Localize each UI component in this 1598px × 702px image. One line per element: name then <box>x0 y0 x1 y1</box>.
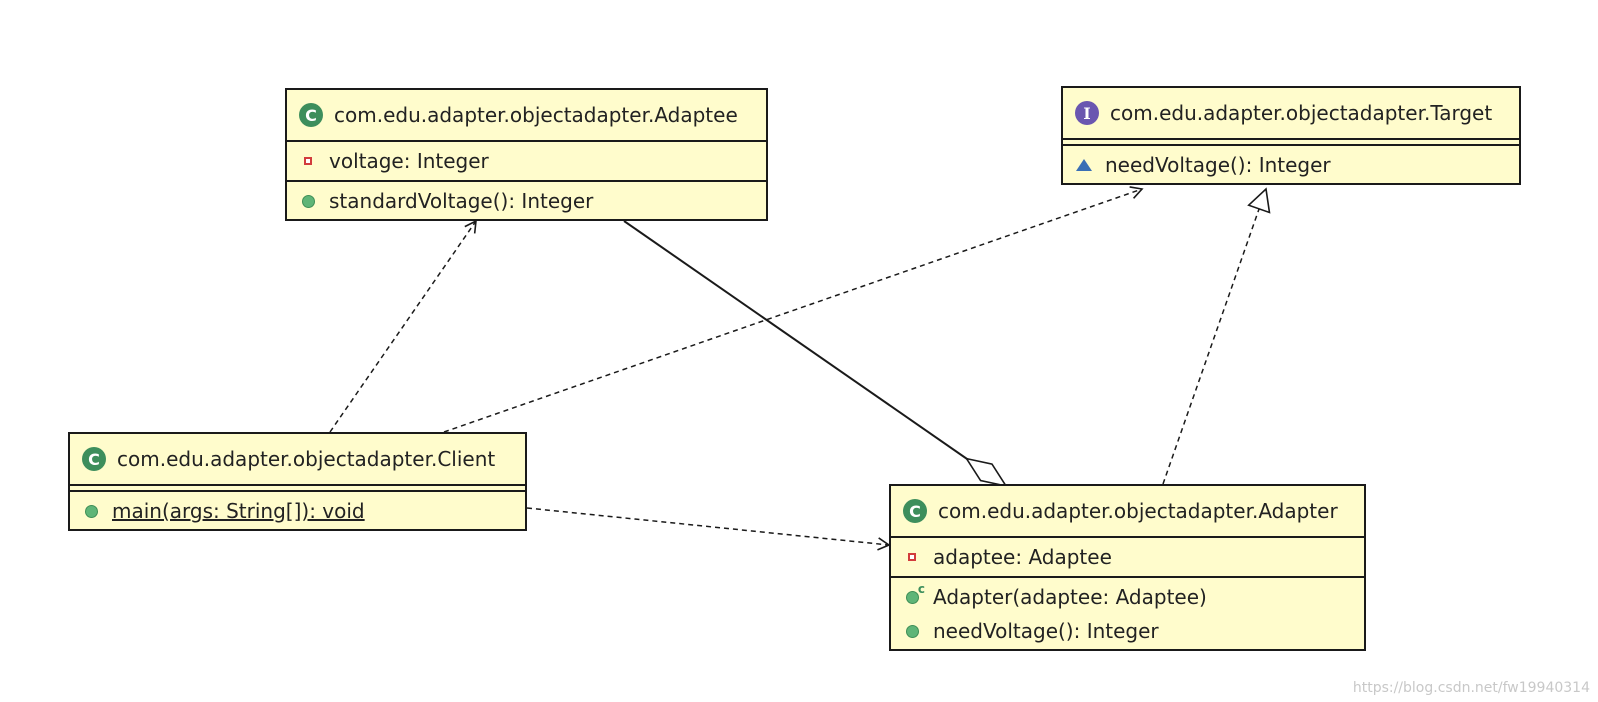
method-row: needVoltage(): Integer <box>891 614 1364 648</box>
method-text: needVoltage(): Integer <box>1105 153 1331 177</box>
class-box-adapter[interactable]: C com.edu.adapter.objectadapter.Adapter … <box>889 484 1366 651</box>
interface-box-target[interactable]: I com.edu.adapter.objectadapter.Target n… <box>1061 86 1521 185</box>
method-text: Adapter(adaptee: Adaptee) <box>933 585 1207 609</box>
attributes-section: adaptee: Adaptee <box>891 538 1364 578</box>
method-row: needVoltage(): Integer <box>1063 148 1519 182</box>
method-row: standardVoltage(): Integer <box>287 184 766 218</box>
constructor-icon: c <box>903 582 925 606</box>
class-header-adaptee: C com.edu.adapter.objectadapter.Adaptee <box>287 90 766 142</box>
dependency-client-to-target <box>443 186 1144 433</box>
class-header-client: C com.edu.adapter.objectadapter.Client <box>70 434 525 486</box>
public-visibility-icon <box>903 622 921 640</box>
class-name: com.edu.adapter.objectadapter.Client <box>117 447 496 471</box>
class-box-client[interactable]: C com.edu.adapter.objectadapter.Client m… <box>68 432 527 531</box>
methods-section: c Adapter(adaptee: Adaptee) needVoltage(… <box>891 578 1364 650</box>
attributes-section: voltage: Integer <box>287 142 766 182</box>
attribute-row: voltage: Integer <box>287 144 766 178</box>
aggregation-adapter-to-adaptee <box>623 220 1006 486</box>
dependency-client-to-adaptee <box>329 219 477 433</box>
attribute-text: adaptee: Adaptee <box>933 545 1112 569</box>
class-name: com.edu.adapter.objectadapter.Adapter <box>938 499 1338 523</box>
public-visibility-icon <box>299 192 317 210</box>
methods-section: main(args: String[]): void <box>70 492 525 530</box>
method-text: needVoltage(): Integer <box>933 619 1159 643</box>
dependency-client-to-adapter <box>526 507 891 551</box>
method-row: c Adapter(adaptee: Adaptee) <box>891 580 1364 614</box>
attribute-text: voltage: Integer <box>329 149 489 173</box>
class-box-adaptee[interactable]: C com.edu.adapter.objectadapter.Adaptee … <box>285 88 768 221</box>
class-name: com.edu.adapter.objectadapter.Adaptee <box>334 103 738 127</box>
methods-section: standardVoltage(): Integer <box>287 182 766 220</box>
public-visibility-icon <box>82 502 100 520</box>
attribute-row: adaptee: Adaptee <box>891 540 1364 574</box>
watermark: https://blog.csdn.net/fw19940314 <box>1352 680 1590 696</box>
realization-adapter-to-target <box>1162 187 1271 485</box>
interface-header-target: I com.edu.adapter.objectadapter.Target <box>1063 88 1519 140</box>
private-visibility-icon <box>299 152 317 170</box>
methods-section: needVoltage(): Integer <box>1063 146 1519 184</box>
interface-icon: I <box>1075 101 1099 125</box>
class-icon: C <box>903 499 927 523</box>
attributes-section <box>70 486 525 492</box>
constructor-mark: c <box>917 582 925 596</box>
class-icon: C <box>82 447 106 471</box>
private-visibility-icon <box>903 548 921 566</box>
method-row: main(args: String[]): void <box>70 494 525 528</box>
class-icon: C <box>299 103 323 127</box>
static-method-text: main(args: String[]): void <box>112 499 365 523</box>
package-visibility-icon <box>1075 156 1093 174</box>
method-text: standardVoltage(): Integer <box>329 189 594 213</box>
attributes-section <box>1063 140 1519 146</box>
class-header-adapter: C com.edu.adapter.objectadapter.Adapter <box>891 486 1364 538</box>
interface-name: com.edu.adapter.objectadapter.Target <box>1110 101 1493 125</box>
